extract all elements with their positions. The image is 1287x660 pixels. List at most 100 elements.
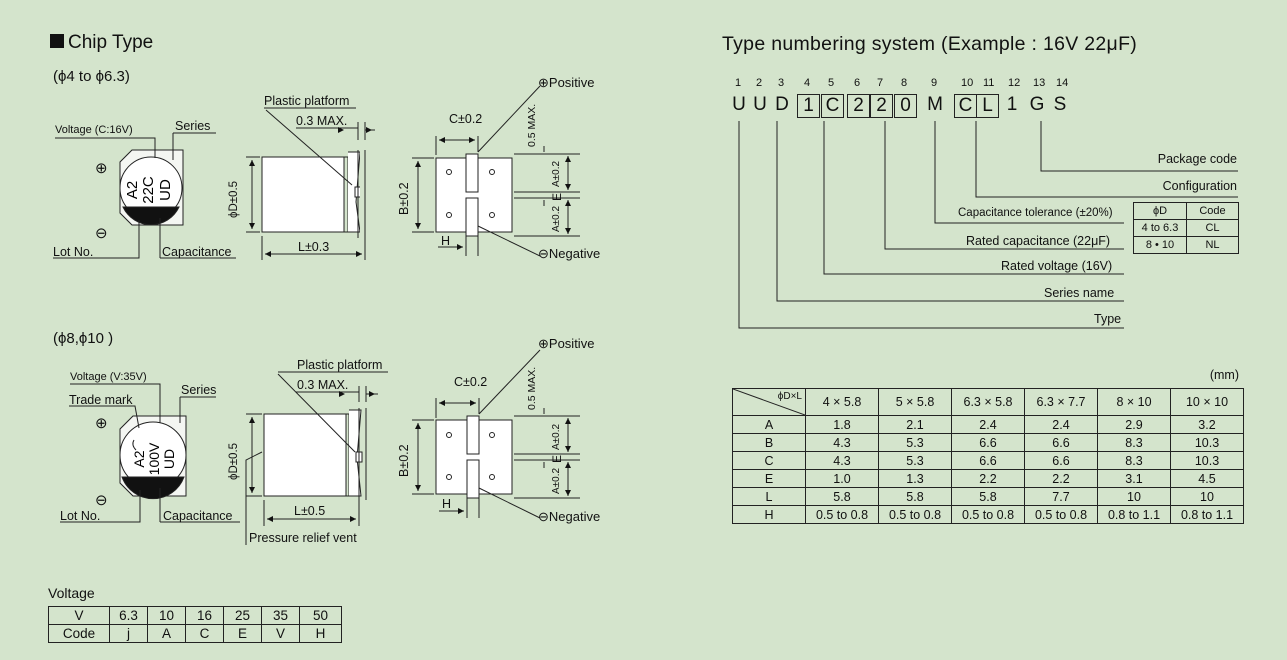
position-number: 14 <box>1056 77 1069 89</box>
table-cell: 3.1 <box>1097 469 1171 488</box>
label-h: H <box>442 497 452 511</box>
table-cell: 0.5 to 0.8 <box>805 505 879 524</box>
table-cell: 1.8 <box>805 415 879 434</box>
side-view-body <box>263 413 347 497</box>
code-char: U <box>732 94 746 115</box>
position-number: 12 <box>1008 77 1021 89</box>
code-char: 1 <box>1006 94 1018 115</box>
table-cell: 2.2 <box>951 469 1025 488</box>
table-row: ϕD Code <box>1133 202 1239 220</box>
label-tolerance: Capacitance tolerance (±20%) <box>958 207 1113 219</box>
table-cell: 3.2 <box>1170 415 1244 434</box>
label-c: C±0.2 <box>449 112 483 126</box>
negative-band <box>121 476 185 500</box>
table-cell: 1.3 <box>878 469 952 488</box>
label-positive: ⊕Positive <box>538 336 595 351</box>
position-number: 9 <box>931 77 938 89</box>
configuration-code-table: ϕD Code 4 to 6.3 CL 8 • 10 NL <box>1133 202 1239 254</box>
label-e: E <box>550 454 564 463</box>
table-cell: 4.3 <box>805 433 879 452</box>
marking-text: A2 <box>131 450 147 467</box>
label-configuration: Configuration <box>1162 179 1237 193</box>
table-header-row: ϕD×L 4 × 5.8 5 × 5.8 6.3 × 5.8 6.3 × 7.7… <box>732 388 1244 416</box>
label-voltage: Voltage (V:35V) <box>70 371 147 383</box>
marking-text: UD <box>157 179 174 201</box>
capacitor-markings: A2 100V UD <box>131 442 177 475</box>
negative-band <box>122 206 180 226</box>
table-cell: 0.5 to 0.8 <box>951 505 1025 524</box>
marking-text: UD <box>161 449 177 469</box>
position-number: 5 <box>828 77 835 89</box>
table-cell: 2.2 <box>1024 469 1098 488</box>
code-char-boxed: 2 <box>870 94 893 118</box>
label-plastic-platform: Plastic platform <box>297 358 383 372</box>
subtitle-large-size: (ϕ8,ϕ10 ) <box>53 330 114 347</box>
minus-icon: ⊖ <box>95 492 108 509</box>
label-max-03: 0.3 MAX. <box>296 114 348 128</box>
dimension-table: ϕD×L 4 × 5.8 5 × 5.8 6.3 × 5.8 6.3 × 7.7… <box>732 388 1244 524</box>
plus-icon: ⊕ <box>95 160 108 177</box>
code-char-boxed: C <box>821 94 844 118</box>
row-label: A <box>732 415 806 434</box>
code-char: S <box>1053 94 1067 115</box>
marking-text: 22C <box>140 176 157 204</box>
label-lot-no: Lot No. <box>60 509 101 523</box>
label-capacitance: Capacitance <box>163 509 233 523</box>
position-number: 8 <box>901 77 908 89</box>
label-a-bottom: A±0.2 <box>551 467 562 494</box>
label-a-top: A±0.2 <box>551 423 562 450</box>
label-h: H <box>441 234 451 248</box>
label-rated-voltage: Rated voltage (16V) <box>1001 259 1113 273</box>
unit-label: (mm) <box>1209 368 1239 382</box>
label-lot-no: Lot No. <box>53 245 94 259</box>
label-negative: ⊖Negative <box>538 509 601 524</box>
code-char: U <box>753 94 767 115</box>
voltage-table: V 6.3 10 16 25 35 50 Code j A C E V H <box>48 606 342 643</box>
table-cell: 10 <box>1097 487 1171 506</box>
position-number: 10 <box>961 77 974 89</box>
diagram-large-capacitor: A2 100V UD <box>60 349 580 545</box>
plus-icon: ⊕ <box>95 415 108 432</box>
minus-icon: ⊖ <box>95 225 108 242</box>
table-row: V 6.3 10 16 25 35 50 <box>48 606 342 625</box>
position-number: 7 <box>877 77 884 89</box>
plus-icon: ⊕ <box>538 336 549 351</box>
position-number: 11 <box>983 77 995 89</box>
code-char-boxed: L <box>976 94 999 118</box>
label-voltage: Voltage (C:16V) <box>55 124 133 136</box>
table-cell: 1.0 <box>805 469 879 488</box>
table-cell: 8.3 <box>1097 433 1171 452</box>
label-series-name: Series name <box>1044 286 1115 300</box>
table-cell: 0.8 to 1.1 <box>1097 505 1171 524</box>
subtitle-small-size: (ϕ4 to ϕ6.3) <box>53 68 130 85</box>
table-cell: 10.3 <box>1170 451 1244 470</box>
table-cell: 2.9 <box>1097 415 1171 434</box>
voltage-title: Voltage <box>48 585 95 601</box>
plus-icon: ⊕ <box>538 75 549 90</box>
table-cell: 5.8 <box>951 487 1025 506</box>
code-char: M <box>927 94 943 115</box>
label-plastic-platform: Plastic platform <box>264 94 350 108</box>
marking-text: A2 <box>124 181 141 199</box>
table-cell: 4.3 <box>805 451 879 470</box>
table-cell: 6.6 <box>951 451 1025 470</box>
table-cell: 8.3 <box>1097 451 1171 470</box>
label-pressure-vent: Pressure relief vent <box>249 531 357 545</box>
row-label: E <box>732 469 806 488</box>
label-c: C±0.2 <box>454 375 488 389</box>
diagonal-line <box>733 389 805 415</box>
label-max-03: 0.3 MAX. <box>297 378 349 392</box>
position-number: 6 <box>854 77 861 89</box>
table-cell: 5.3 <box>878 451 952 470</box>
row-label: B <box>732 433 806 452</box>
label-length: L±0.5 <box>294 504 326 518</box>
section-title: Chip Type <box>50 32 153 54</box>
row-label: H <box>732 505 806 524</box>
minus-icon: ⊖ <box>538 246 549 261</box>
table-cell: 7.7 <box>1024 487 1098 506</box>
label-series: Series <box>181 383 217 397</box>
